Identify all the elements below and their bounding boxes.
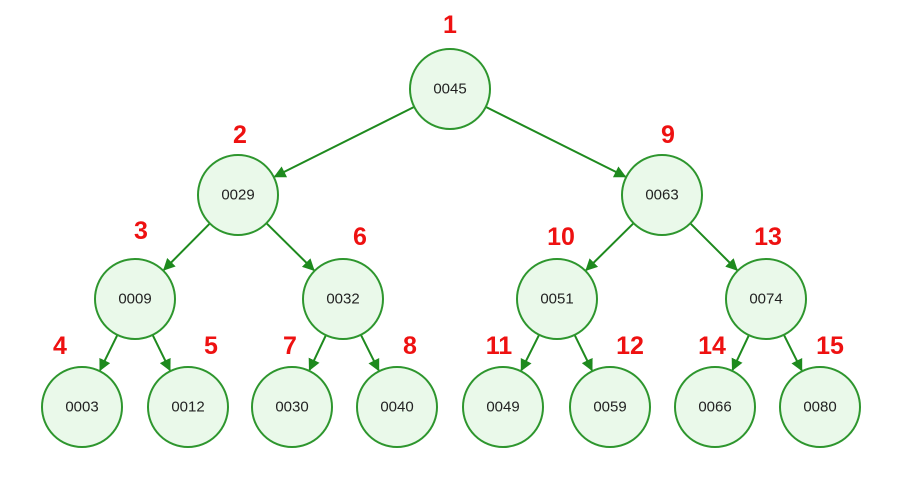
node-value: 0032: [326, 291, 359, 308]
node-circle: [147, 366, 229, 448]
edge-arrow-n6-n8: [359, 334, 380, 372]
tree-node: 0012: [147, 366, 229, 448]
node-circle: [725, 258, 807, 340]
order-label: 2: [233, 121, 247, 149]
tree-node: 0066: [674, 366, 756, 448]
order-label: 12: [616, 332, 644, 360]
tree-node: 0059: [569, 366, 651, 448]
order-label: 1: [443, 11, 457, 39]
node-circle: [779, 366, 861, 448]
edge-arrow-n3-n5: [151, 334, 171, 372]
edge-arrow-n1-n9: [485, 105, 627, 178]
node-value: 0045: [433, 81, 466, 98]
node-circle: [251, 366, 333, 448]
tree-node: 0009: [94, 258, 176, 340]
node-circle: [674, 366, 756, 448]
edge-arrow-n2-n3: [163, 222, 211, 271]
nodes-layer: 0045 0029 0009 0003 0012 0032 0030 0040 0063 0051…: [41, 48, 861, 448]
node-value: 0012: [171, 399, 204, 416]
node-circle: [569, 366, 651, 448]
order-label: 14: [698, 332, 726, 360]
edge-arrow-n10-n12: [573, 334, 593, 372]
tree-node: 0003: [41, 366, 123, 448]
edge-arrow-n13-n15: [782, 334, 803, 372]
node-circle: [94, 258, 176, 340]
tree-node: 0051: [516, 258, 598, 340]
tree-node: 0063: [621, 154, 703, 236]
node-value: 0009: [118, 291, 151, 308]
order-label: 3: [134, 217, 148, 245]
edge-arrow-n2-n6: [265, 222, 315, 271]
node-value: 0059: [593, 399, 626, 416]
tree-node: 0049: [462, 366, 544, 448]
node-value: 0003: [65, 399, 98, 416]
order-label: 8: [403, 332, 417, 360]
edge-arrow-n9-n10: [585, 222, 635, 271]
edge-arrow-n10-n11: [520, 334, 541, 372]
node-circle: [41, 366, 123, 448]
node-value: 0029: [221, 187, 254, 204]
node-value: 0063: [645, 187, 678, 204]
edges-layer: [99, 105, 803, 372]
tree-node: 0080: [779, 366, 861, 448]
node-value: 0049: [486, 399, 519, 416]
order-label: 9: [661, 121, 675, 149]
node-value: 0040: [380, 399, 413, 416]
node-circle: [302, 258, 384, 340]
edge-arrow-n9-n13: [689, 222, 738, 271]
order-label: 13: [754, 223, 782, 251]
node-circle: [621, 154, 703, 236]
order-label: 6: [353, 223, 367, 251]
tree-node: 0029: [197, 154, 279, 236]
node-circle: [516, 258, 598, 340]
tree-node: 0074: [725, 258, 807, 340]
node-circle: [197, 154, 279, 236]
order-label: 7: [283, 332, 297, 360]
node-circle: [409, 48, 491, 130]
edge-arrow-n13-n14: [731, 334, 750, 372]
edge-arrow-n3-n4: [99, 334, 119, 372]
node-value: 0080: [803, 399, 836, 416]
node-circle: [462, 366, 544, 448]
node-value: 0074: [749, 291, 782, 308]
order-label: 4: [53, 332, 67, 360]
tree-node: 0045: [409, 48, 491, 130]
order-label: 5: [204, 332, 218, 360]
node-value: 0051: [540, 291, 573, 308]
tree-node: 0040: [356, 366, 438, 448]
tree-node: 0032: [302, 258, 384, 340]
node-value: 0066: [698, 399, 731, 416]
order-label: 10: [547, 223, 575, 251]
edge-arrow-n1-n2: [273, 105, 415, 178]
edge-arrow-n6-n7: [308, 334, 327, 372]
node-circle: [356, 366, 438, 448]
tree-node: 0030: [251, 366, 333, 448]
node-value: 0030: [275, 399, 308, 416]
order-label: 15: [816, 332, 844, 360]
order-label: 11: [486, 332, 513, 360]
